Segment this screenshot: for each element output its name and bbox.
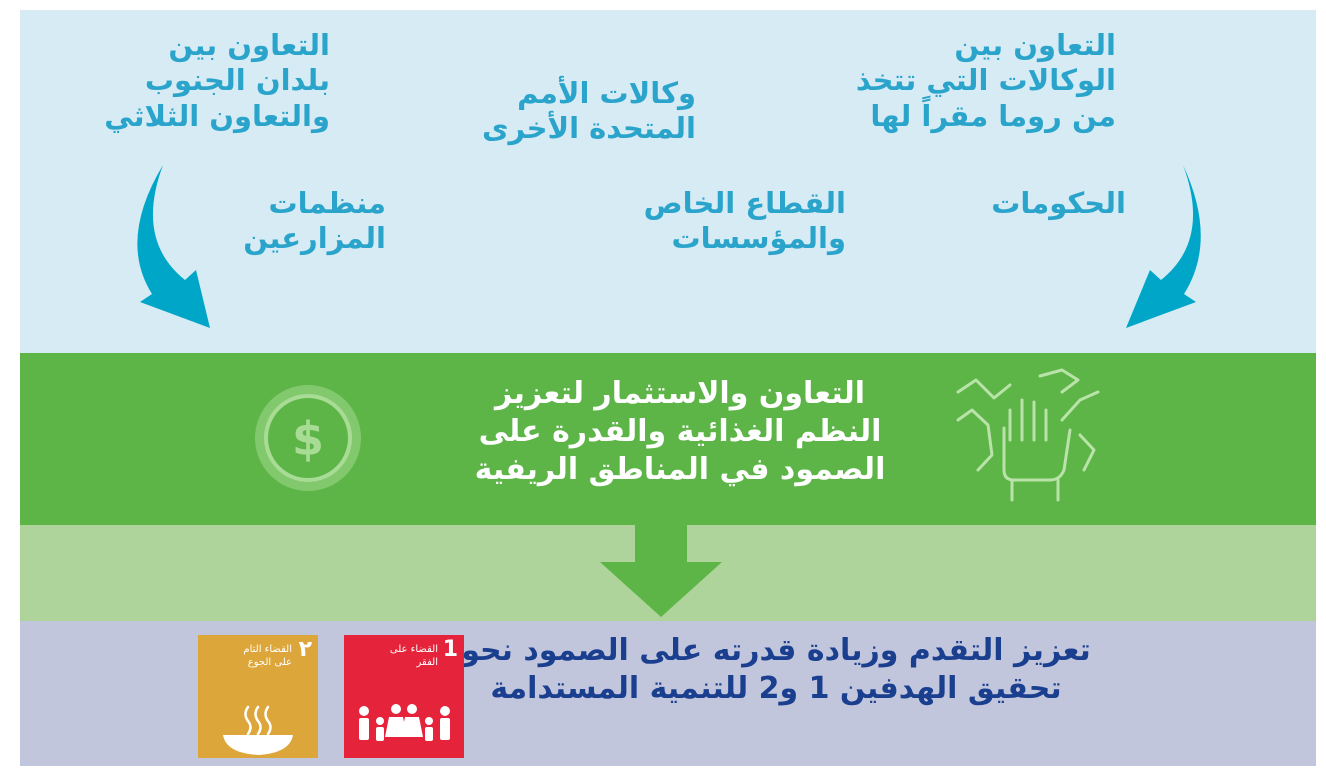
sdg-number: 1 <box>442 637 458 662</box>
center-panel <box>20 353 1316 525</box>
food-bowl-icon <box>223 705 293 755</box>
down-arrow-icon <box>600 525 722 617</box>
sdg-number: ٢ <box>298 637 312 662</box>
outcome-title: تعزيز التقدم وزيادة قدرته على الصمود نحو… <box>461 633 1091 707</box>
dollar-coin-icon: $ <box>255 385 361 491</box>
source-un-agencies: وكالات الأمم المتحدة الأخرى <box>481 76 696 146</box>
source-private-sector: القطاع الخاص والمؤسسات <box>643 186 846 256</box>
sdg-label: القضاء التام على الجوع <box>243 644 292 668</box>
source-rome-agencies: التعاون بين الوكالات التي تتخذ من روما م… <box>855 28 1116 133</box>
sdg-tile-2: ٢ القضاء التام على الجوع <box>198 635 318 758</box>
svg-text:$: $ <box>292 412 324 466</box>
source-governments: الحكومات <box>991 186 1126 220</box>
handshake-icon <box>956 368 1100 502</box>
family-icon <box>359 704 450 741</box>
sdg-label: القضاء على الفقر <box>389 644 438 668</box>
sources-panel <box>20 10 1316 353</box>
curved-arrow-icon <box>1126 165 1201 328</box>
curved-arrow-icon <box>137 165 210 328</box>
sdg-tile-1: 1 القضاء على الفقر <box>344 635 464 758</box>
source-south-south: التعاون بين بلدان الجنوب والتعاون الثلاث… <box>104 28 330 133</box>
source-farmer-orgs: منظمات المزارعين <box>243 186 386 256</box>
center-title: التعاون والاستثمار لتعزيز النظم الغذائية… <box>474 376 886 488</box>
